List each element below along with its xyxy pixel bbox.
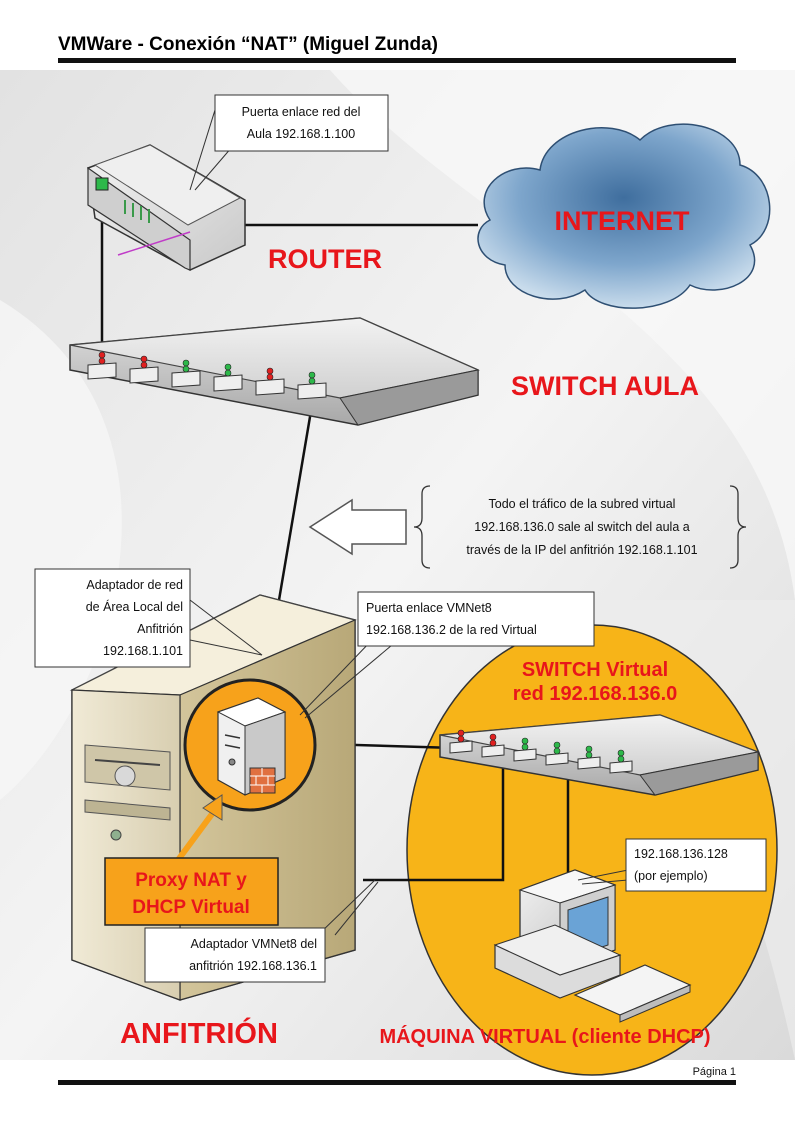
switch-aula-led-icon	[182, 359, 190, 367]
traffic-arrow-icon	[308, 498, 407, 556]
switch-aula-port-5	[255, 378, 285, 396]
switch-virtual-port-3	[513, 748, 537, 762]
switch-virtual-label-2: red 192.168.136.0	[513, 683, 678, 705]
switch-virtual-led-icon	[553, 747, 561, 755]
switch-aula-label: SWITCH AULA	[511, 371, 699, 401]
switch-aula-led-icon	[266, 367, 274, 375]
switch-virtual-led-icon	[457, 735, 465, 743]
switch-aula-led-icon	[266, 373, 274, 381]
host-adapter-line-3: Anfitrión	[137, 622, 183, 636]
switch-virtual-led-icon	[521, 737, 529, 745]
drive-button-icon	[114, 765, 136, 787]
router-led-icon	[95, 177, 109, 191]
gateway-aula-line-1: Puerta enlace red del	[242, 105, 361, 119]
switch-aula-led-icon	[140, 355, 148, 363]
switch-virtual-led-icon	[489, 739, 497, 747]
switch-aula-led-icon	[308, 377, 316, 385]
power-led-icon	[110, 829, 122, 841]
proxy-box: Proxy NAT y DHCP Virtual	[104, 857, 279, 926]
switch-aula-led-icon	[140, 361, 148, 369]
proxy-line-2: DHCP Virtual	[132, 897, 250, 918]
switch-virtual-label-1: SWITCH Virtual	[522, 659, 668, 681]
switch-aula-led-icon	[224, 369, 232, 377]
switch-virtual-port-1	[449, 740, 473, 754]
switch-virtual-led-icon	[585, 751, 593, 759]
switch-virtual-led-icon	[585, 745, 593, 753]
switch-virtual-leds	[449, 729, 633, 774]
vm-ip-line-2: (por ejemplo)	[634, 869, 708, 883]
switch-aula-port-4	[213, 374, 243, 392]
callout-gateway-aula: Puerta enlace red del Aula 192.168.1.100	[189, 94, 389, 191]
callout-vmnet8-adapter: Adaptador VMNet8 del anfitrión 192.168.1…	[144, 879, 379, 983]
switch-aula-led-icon	[182, 365, 190, 373]
page-number: Página 1	[693, 1066, 736, 1078]
switch-virtual-device	[439, 714, 761, 796]
proxy-nat-server	[183, 678, 317, 812]
gateway-vmnet8-line-1: Puerta enlace VMNet8	[366, 601, 492, 615]
callout-vm-ip: 192.168.136.128 (por ejemplo)	[577, 838, 767, 892]
header-rule	[58, 58, 736, 63]
switch-virtual-led-icon	[457, 729, 465, 737]
traffic-note: Todo el tráfico de la subred virtual 192…	[413, 485, 747, 569]
switch-aula-port-2	[129, 366, 159, 384]
switch-virtual-led-icon	[617, 755, 625, 763]
proxy-arrow-icon	[175, 794, 223, 862]
vmnet8-adapter-line-2: anfitrión 192.168.136.1	[189, 959, 317, 973]
switch-aula-led-icon	[308, 371, 316, 379]
switch-aula-port-1	[87, 362, 117, 380]
switch-aula-led-icon	[98, 357, 106, 365]
internet-label: INTERNET	[555, 206, 691, 236]
switch-virtual-port-4	[545, 752, 569, 766]
background-swoosh-left	[0, 300, 122, 800]
host-adapter-line-4: 192.168.1.101	[103, 644, 183, 658]
vmnet8-adapter-line-1: Adaptador VMNet8 del	[191, 937, 317, 951]
gateway-aula-line-2: Aula 192.168.1.100	[247, 127, 355, 141]
footer-rule	[58, 1080, 736, 1085]
router-device	[87, 144, 246, 271]
proxy-line-1: Proxy NAT y	[135, 870, 247, 891]
page-title: VMWare - Conexión “NAT” (Miguel Zunda)	[58, 34, 438, 55]
traffic-note-line-3: través de la IP del anfitrión 192.168.1.…	[466, 543, 697, 557]
switch-aula-device	[69, 317, 480, 426]
switch-aula-led-icon	[224, 363, 232, 371]
firewall-icon	[249, 767, 276, 794]
virtual-machine-pc	[493, 869, 692, 1023]
callout-gateway-vmnet8: Puerta enlace VMNet8 192.168.136.2 de la…	[299, 591, 595, 719]
switch-virtual-port-5	[577, 756, 601, 770]
switch-aula-leds	[87, 351, 327, 400]
switch-aula-port-3	[171, 370, 201, 388]
traffic-note-line-2: 192.168.136.0 sale al switch del aula a	[474, 520, 689, 534]
anfitrion-label: ANFITRIÓN	[120, 1016, 278, 1050]
switch-aula-port-6	[297, 382, 327, 400]
switch-virtual-port-2	[481, 744, 505, 758]
switch-virtual-led-icon	[553, 741, 561, 749]
switch-aula-led-icon	[98, 351, 106, 359]
switch-virtual-port-6	[609, 760, 633, 774]
maquina-virtual-label: MÁQUINA VIRTUAL (cliente DHCP)	[379, 1025, 710, 1048]
vswitch-host-adapter-cable	[363, 765, 505, 882]
switch-virtual-led-icon	[521, 743, 529, 751]
traffic-note-line-1: Todo el tráfico de la subred virtual	[489, 497, 676, 511]
gateway-vmnet8-line-2: 192.168.136.2 de la red Virtual	[366, 623, 537, 637]
switch-virtual-led-icon	[617, 749, 625, 757]
vm-ip-line-1: 192.168.136.128	[634, 847, 728, 861]
router-label: ROUTER	[268, 244, 382, 274]
internet-cloud: INTERNET	[477, 123, 771, 309]
callout-host-adapter: Adaptador de red de Área Local del Anfit…	[34, 568, 263, 668]
switch-virtual-led-icon	[489, 733, 497, 741]
host-adapter-line-1: Adaptador de red	[86, 578, 183, 592]
host-adapter-line-2: de Área Local del	[86, 599, 183, 614]
